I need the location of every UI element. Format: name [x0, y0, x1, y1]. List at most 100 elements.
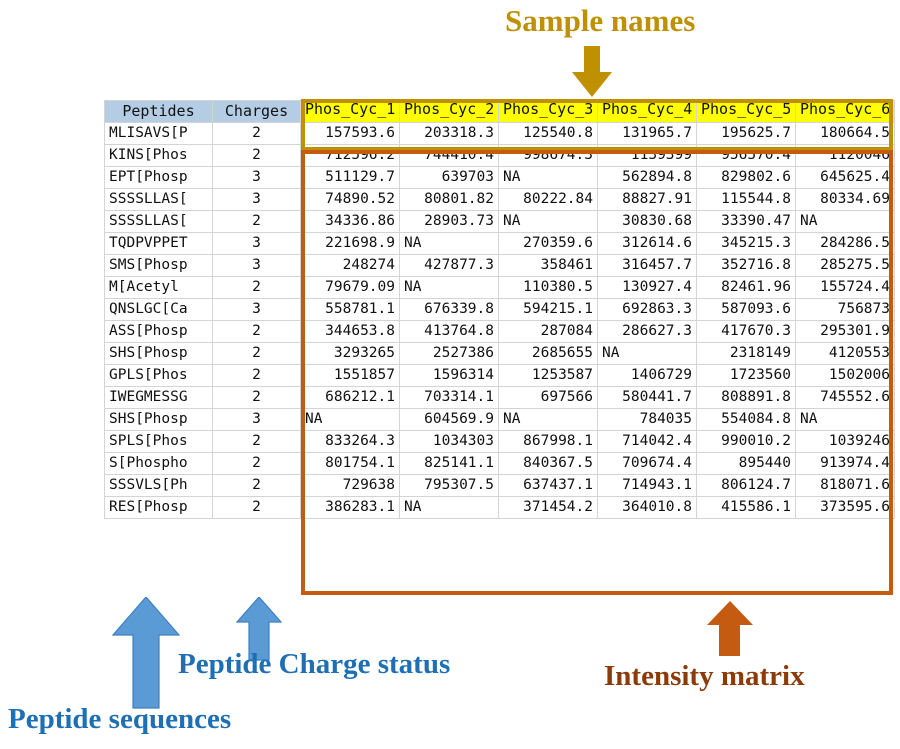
cell-peptide[interactable]: RES[Phosp	[104, 496, 213, 519]
cell-intensity[interactable]: 709674.4	[597, 452, 697, 475]
cell-intensity[interactable]: 703314.1	[399, 386, 499, 409]
cell-intensity[interactable]: 637437.1	[498, 474, 598, 497]
cell-intensity[interactable]: NA	[498, 166, 598, 189]
cell-charge[interactable]: 2	[212, 342, 301, 365]
cell-intensity[interactable]: 2527386	[399, 342, 499, 365]
cell-intensity[interactable]: NA	[399, 496, 499, 519]
cell-intensity[interactable]: 594215.1	[498, 298, 598, 321]
cell-intensity[interactable]: 115544.8	[696, 188, 796, 211]
cell-peptide[interactable]: SMS[Phosp	[104, 254, 213, 277]
cell-peptide[interactable]: TQDPVPPET	[104, 232, 213, 255]
cell-intensity[interactable]: 714943.1	[597, 474, 697, 497]
cell-intensity[interactable]: 833264.3	[300, 430, 400, 453]
cell-intensity[interactable]: 1120046	[795, 144, 895, 167]
cell-intensity[interactable]: 639703	[399, 166, 499, 189]
cell-intensity[interactable]: 413764.8	[399, 320, 499, 343]
cell-intensity[interactable]: 248274	[300, 254, 400, 277]
cell-intensity[interactable]: 295301.9	[795, 320, 895, 343]
cell-intensity[interactable]: 712596.2	[300, 144, 400, 167]
cell-intensity[interactable]: 795307.5	[399, 474, 499, 497]
cell-intensity[interactable]: 30830.68	[597, 210, 697, 233]
cell-intensity[interactable]: 195625.7	[696, 122, 796, 145]
cell-peptide[interactable]: ASS[Phosp	[104, 320, 213, 343]
cell-intensity[interactable]: 270359.6	[498, 232, 598, 255]
cell-intensity[interactable]: 558781.1	[300, 298, 400, 321]
cell-peptide[interactable]: MLISAVS[P	[104, 122, 213, 145]
column-header-sample-3[interactable]: Phos_Cyc_3	[498, 100, 598, 123]
column-header-charges[interactable]: Charges	[212, 100, 301, 123]
cell-intensity[interactable]: 286627.3	[597, 320, 697, 343]
cell-intensity[interactable]: 125540.8	[498, 122, 598, 145]
cell-intensity[interactable]: 344653.8	[300, 320, 400, 343]
cell-intensity[interactable]: NA	[300, 408, 400, 431]
cell-peptide[interactable]: S[Phospho	[104, 452, 213, 475]
cell-intensity[interactable]: 130927.4	[597, 276, 697, 299]
cell-intensity[interactable]: 1502006	[795, 364, 895, 387]
column-header-sample-6[interactable]: Phos_Cyc_6	[795, 100, 895, 123]
cell-intensity[interactable]: 895440	[696, 452, 796, 475]
column-header-sample-1[interactable]: Phos_Cyc_1	[300, 100, 400, 123]
cell-charge[interactable]: 3	[212, 232, 301, 255]
cell-intensity[interactable]: 3293265	[300, 342, 400, 365]
cell-intensity[interactable]: 1253587	[498, 364, 598, 387]
cell-peptide[interactable]: SSSSLLAS[	[104, 210, 213, 233]
cell-peptide[interactable]: SHS[Phosp	[104, 342, 213, 365]
cell-charge[interactable]: 2	[212, 122, 301, 145]
cell-intensity[interactable]: 562894.8	[597, 166, 697, 189]
column-header-peptides[interactable]: Peptides	[104, 100, 213, 123]
cell-intensity[interactable]: 427877.3	[399, 254, 499, 277]
cell-peptide[interactable]: M[Acetyl	[104, 276, 213, 299]
cell-charge[interactable]: 3	[212, 188, 301, 211]
cell-intensity[interactable]: 829802.6	[696, 166, 796, 189]
cell-intensity[interactable]: 358461	[498, 254, 598, 277]
cell-intensity[interactable]: 417670.3	[696, 320, 796, 343]
cell-charge[interactable]: 2	[212, 496, 301, 519]
cell-intensity[interactable]: 956570.4	[696, 144, 796, 167]
cell-charge[interactable]: 3	[212, 254, 301, 277]
cell-charge[interactable]: 2	[212, 320, 301, 343]
cell-intensity[interactable]: 784035	[597, 408, 697, 431]
cell-intensity[interactable]: 806124.7	[696, 474, 796, 497]
cell-intensity[interactable]: 80222.84	[498, 188, 598, 211]
cell-intensity[interactable]: 180664.5	[795, 122, 895, 145]
cell-peptide[interactable]: KINS[Phos	[104, 144, 213, 167]
cell-intensity[interactable]: 284286.5	[795, 232, 895, 255]
cell-intensity[interactable]: 645625.4	[795, 166, 895, 189]
cell-intensity[interactable]: 686212.1	[300, 386, 400, 409]
cell-intensity[interactable]: 345215.3	[696, 232, 796, 255]
cell-intensity[interactable]: NA	[498, 408, 598, 431]
cell-peptide[interactable]: QNSLGC[Ca	[104, 298, 213, 321]
cell-peptide[interactable]: SSSVLS[Ph	[104, 474, 213, 497]
cell-intensity[interactable]: NA	[399, 276, 499, 299]
cell-charge[interactable]: 2	[212, 364, 301, 387]
cell-peptide[interactable]: SSSSLLAS[	[104, 188, 213, 211]
cell-intensity[interactable]: 554084.8	[696, 408, 796, 431]
cell-intensity[interactable]: 157593.6	[300, 122, 400, 145]
cell-charge[interactable]: 3	[212, 408, 301, 431]
cell-intensity[interactable]: 373595.6	[795, 496, 895, 519]
cell-charge[interactable]: 3	[212, 166, 301, 189]
cell-intensity[interactable]: 511129.7	[300, 166, 400, 189]
column-header-sample-4[interactable]: Phos_Cyc_4	[597, 100, 697, 123]
cell-charge[interactable]: 2	[212, 386, 301, 409]
cell-intensity[interactable]: 131965.7	[597, 122, 697, 145]
cell-charge[interactable]: 2	[212, 430, 301, 453]
cell-intensity[interactable]: 386283.1	[300, 496, 400, 519]
cell-intensity[interactable]: 745552.6	[795, 386, 895, 409]
cell-intensity[interactable]: 913974.4	[795, 452, 895, 475]
cell-intensity[interactable]: 676339.8	[399, 298, 499, 321]
cell-intensity[interactable]: 1139399	[597, 144, 697, 167]
cell-intensity[interactable]: 82461.96	[696, 276, 796, 299]
cell-intensity[interactable]: 371454.2	[498, 496, 598, 519]
cell-intensity[interactable]: 287084	[498, 320, 598, 343]
cell-intensity[interactable]: 1039246	[795, 430, 895, 453]
cell-intensity[interactable]: 33390.47	[696, 210, 796, 233]
cell-charge[interactable]: 2	[212, 144, 301, 167]
cell-intensity[interactable]: 729638	[300, 474, 400, 497]
cell-intensity[interactable]: 1723560	[696, 364, 796, 387]
cell-intensity[interactable]: 808891.8	[696, 386, 796, 409]
cell-intensity[interactable]: 1551857	[300, 364, 400, 387]
cell-peptide[interactable]: SHS[Phosp	[104, 408, 213, 431]
cell-intensity[interactable]: 316457.7	[597, 254, 697, 277]
cell-intensity[interactable]: 80334.69	[795, 188, 895, 211]
